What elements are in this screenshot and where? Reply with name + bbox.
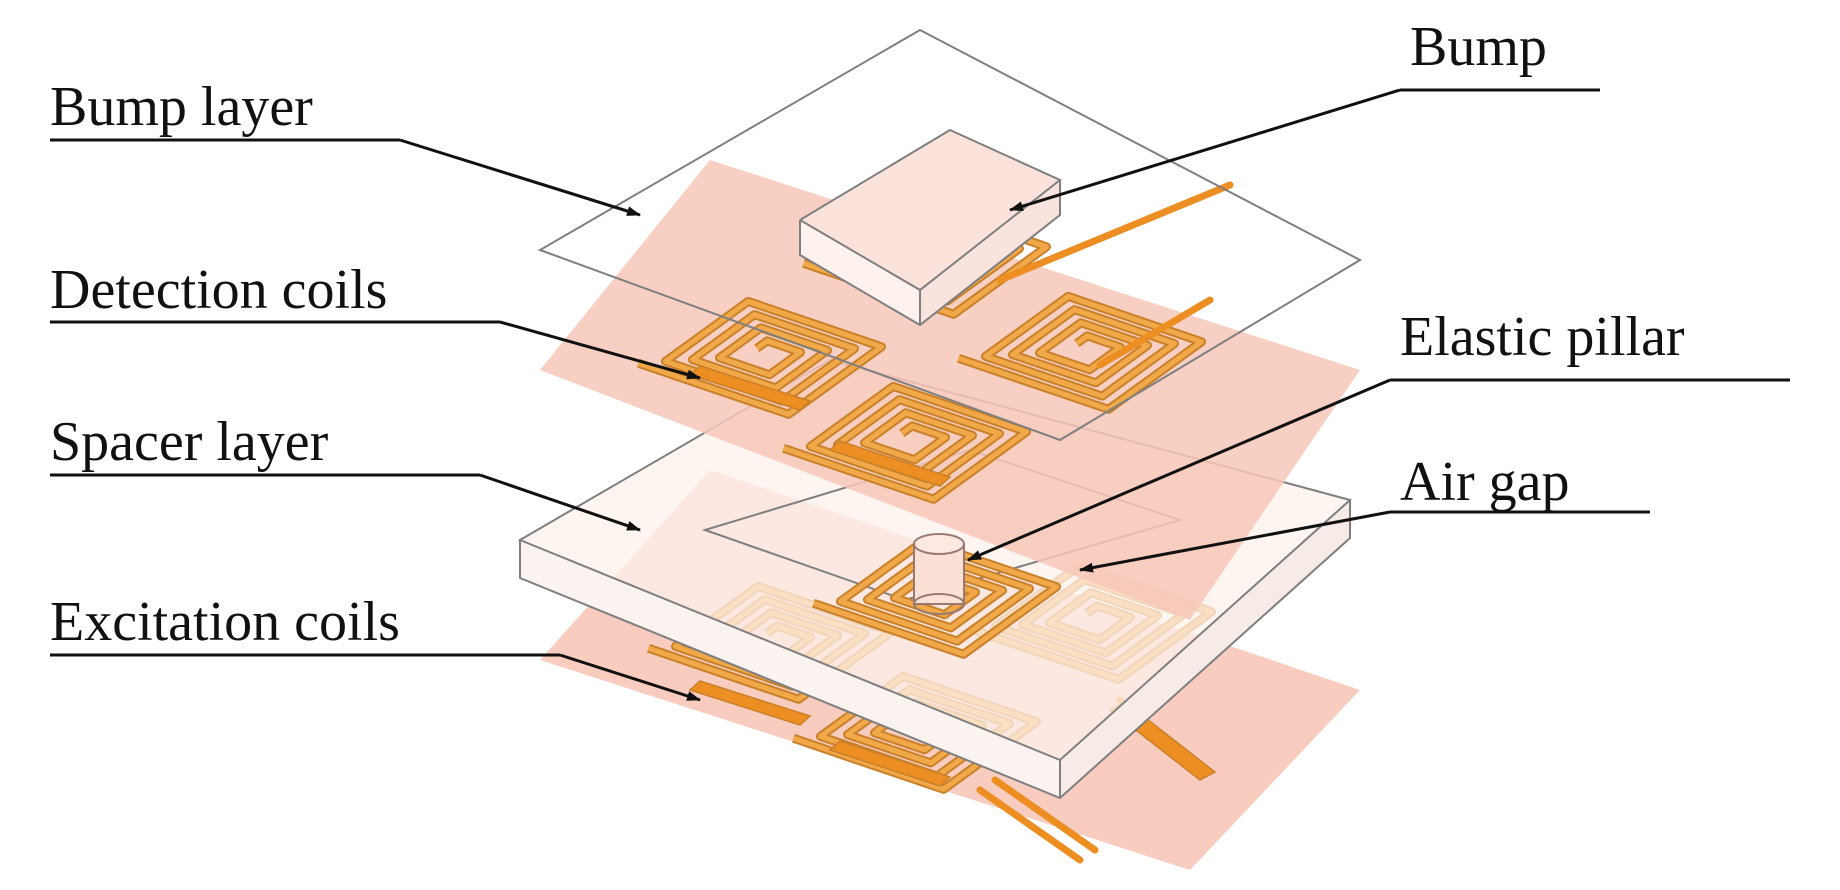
detection-pads (688, 365, 952, 487)
label-air-gap: Air gap (1400, 451, 1570, 513)
label-bump-group: Bump (1009, 16, 1600, 212)
label-detection-coils-group: Detection coils (50, 259, 701, 380)
label-elastic-pillar: Elastic pillar (1400, 306, 1685, 368)
bump-layer (537, 28, 1363, 442)
detection-coil-left (637, 296, 886, 419)
label-excitation-coils-group: Excitation coils (50, 591, 701, 702)
label-bump-layer: Bump layer (50, 76, 313, 138)
label-detection-coils: Detection coils (50, 259, 387, 321)
label-spacer-layer-group: Spacer layer (50, 411, 641, 532)
label-bump-layer-group: Bump layer (50, 76, 641, 217)
bump (799, 128, 1062, 327)
label-air-gap-group: Air gap (1079, 451, 1650, 573)
elastic-pillar (913, 533, 965, 615)
label-elastic-pillar-group: Elastic pillar (967, 306, 1790, 562)
label-bump: Bump (1410, 16, 1547, 78)
detection-leads (996, 181, 1234, 369)
label-excitation-coils: Excitation coils (50, 591, 400, 653)
label-spacer-layer: Spacer layer (50, 411, 329, 473)
